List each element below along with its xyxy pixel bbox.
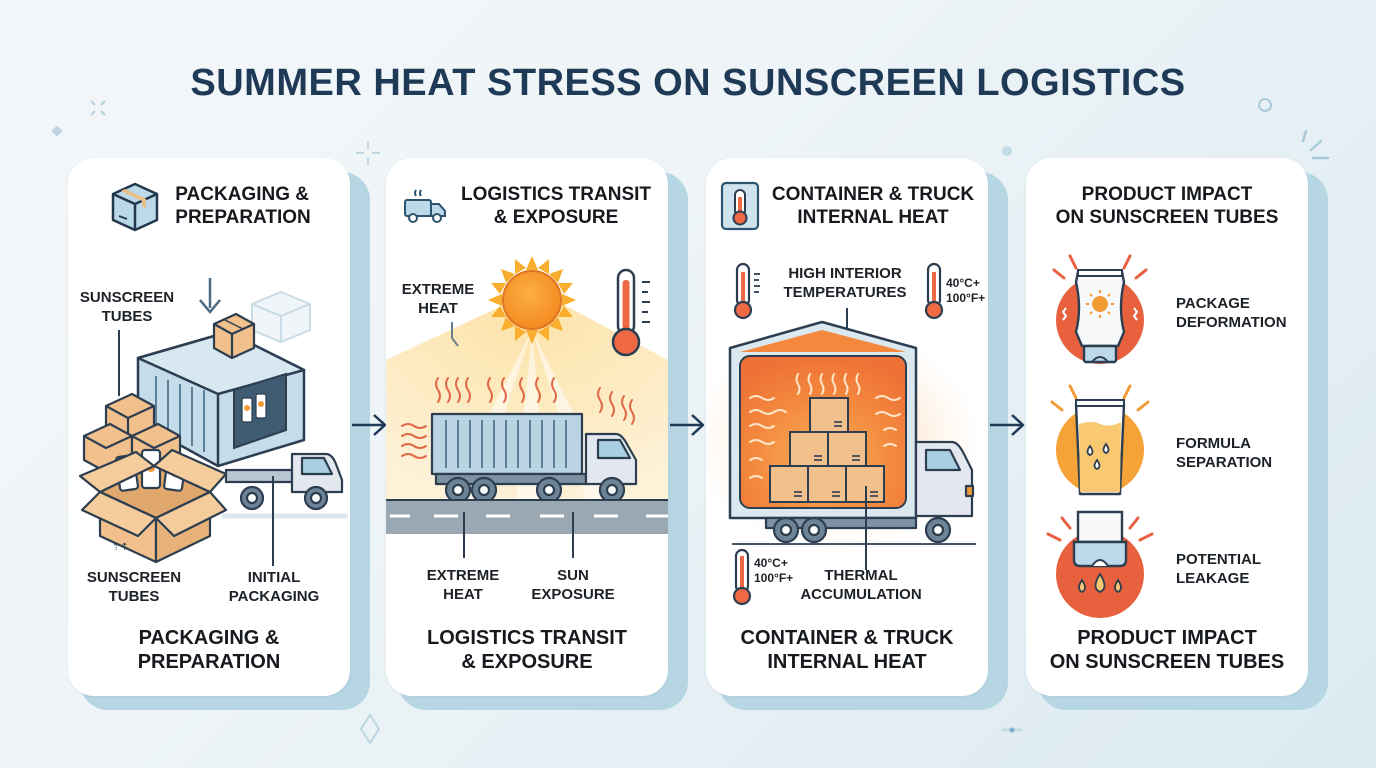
thermometer-icon xyxy=(720,181,759,231)
flow-arrow-icon xyxy=(352,414,387,436)
diamond-outline-icon xyxy=(359,713,381,745)
panel-header: PACKAGING & PREPARATION xyxy=(68,176,350,236)
packaging-illustration: ⇡⇡ xyxy=(78,278,348,564)
box-icon xyxy=(112,182,159,232)
label-temp-threshold-bottom: 40°C+100°F+ xyxy=(754,556,794,585)
header-line: PREPARATION xyxy=(175,207,311,228)
plus-sparkle-icon xyxy=(356,141,380,165)
container-truck-illustration xyxy=(706,320,981,548)
burst-lines-icon xyxy=(1301,129,1330,160)
thermometer-icon xyxy=(924,262,944,320)
panel-footer: PACKAGING &PREPARATION xyxy=(137,627,281,673)
label-temp-threshold-top: 40°C+100°F+ xyxy=(946,276,986,305)
panel-transit: LOGISTICS TRANSIT & EXPOSURE xyxy=(386,158,668,696)
diamond-icon xyxy=(51,125,63,137)
transit-illustration xyxy=(386,256,668,534)
panel-header: PRODUCT IMPACT ON SUNSCREEN TUBES xyxy=(1026,176,1308,236)
hot-truck-icon xyxy=(404,189,446,223)
panel-header: LOGISTICS TRANSIT & EXPOSURE xyxy=(386,176,668,236)
header-line: PACKAGING & xyxy=(175,184,309,205)
dot-icon xyxy=(1002,146,1012,156)
flow-arrow-icon xyxy=(670,414,705,436)
panel-header: CONTAINER & TRUCK INTERNAL HEAT xyxy=(706,176,988,236)
header-line: & EXPOSURE xyxy=(493,207,619,228)
leaking-tube-icon xyxy=(1046,510,1154,618)
panel-impact: PRODUCT IMPACT ON SUNSCREEN TUBES PACKAG… xyxy=(1026,158,1308,696)
header-line: LOGISTICS TRANSIT xyxy=(461,184,651,205)
header-line: CONTAINER & TRUCK xyxy=(771,184,975,205)
page-title: SUMMER HEAT STRESS ON SUNSCREEN LOGISTIC… xyxy=(190,62,1186,104)
sparkle-icon xyxy=(90,100,106,116)
thermometer-icon xyxy=(733,262,760,320)
header-line: PRODUCT IMPACT xyxy=(1081,184,1253,205)
circle-icon xyxy=(1258,98,1272,112)
small-cross-icon xyxy=(1002,727,1022,733)
panel-container: CONTAINER & TRUCK INTERNAL HEAT HIGH INT… xyxy=(706,158,988,696)
header-line: INTERNAL HEAT xyxy=(797,207,949,228)
deformed-tube-icon xyxy=(1052,254,1148,364)
flow-arrow-icon xyxy=(990,414,1025,436)
header-line: ON SUNSCREEN TUBES xyxy=(1055,207,1279,228)
svg-text:⇡⇡: ⇡⇡ xyxy=(112,542,129,553)
separated-formula-icon xyxy=(1050,384,1150,496)
panel-footer: LOGISTICS TRANSIT& EXPOSURE xyxy=(427,627,627,673)
thermometer-icon xyxy=(732,548,752,606)
